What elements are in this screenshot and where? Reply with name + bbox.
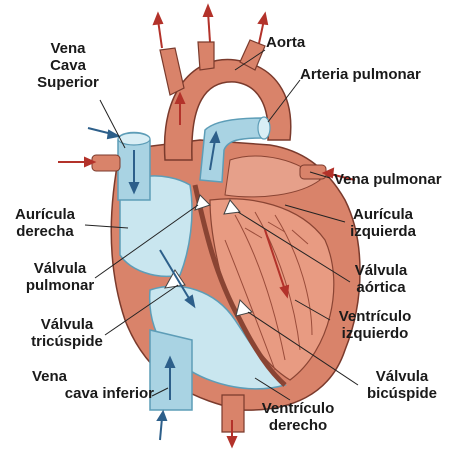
label-arteria-pulmonar: Arteria pulmonar — [300, 66, 421, 83]
label-line: Aurícula — [4, 206, 86, 223]
label-line: Válvula — [345, 262, 417, 279]
label-line: Superior — [30, 74, 106, 91]
label-vena-pulmonar: Vena pulmonar — [334, 171, 442, 188]
label-line: izquierdo — [330, 325, 420, 342]
label-line: Aurícula — [340, 206, 426, 223]
label-line: derecha — [4, 223, 86, 240]
label-line: Ventrículo — [330, 308, 420, 325]
label-line: Válvula — [22, 316, 112, 333]
label-line: cava inferior — [20, 385, 154, 402]
label-line: Cava — [30, 57, 106, 74]
label-ventriculo-derecho: Ventrículo derecho — [254, 400, 342, 434]
pulmonary-vein-stub-left — [92, 155, 120, 171]
label-valvula-pulmonar: Válvula pulmonar — [20, 260, 100, 294]
label-line: izquierda — [340, 223, 426, 240]
label-auricula-derecha: Aurícula derecha — [4, 206, 86, 240]
label-vena-cava-inferior: Vena cava inferior — [20, 368, 154, 402]
label-line: Vena — [20, 368, 154, 385]
label-line: Válvula — [20, 260, 100, 277]
label-auricula-izquierda: Aurícula izquierda — [340, 206, 426, 240]
label-aorta: Aorta — [266, 34, 305, 51]
label-line: pulmonar — [20, 277, 100, 294]
label-valvula-aortica: Válvula aórtica — [345, 262, 417, 296]
label-line: Ventrículo — [254, 400, 342, 417]
label-line: aórtica — [345, 279, 417, 296]
label-valvula-tricuspide: Válvula tricúspide — [22, 316, 112, 350]
label-line: derecho — [254, 417, 342, 434]
label-valvula-bicuspide: Válvula bicúspide — [358, 368, 446, 402]
label-line: Válvula — [358, 368, 446, 385]
pulmonary-vein-stub-right — [300, 165, 326, 179]
label-line: tricúspide — [22, 333, 112, 350]
label-line: Vena — [30, 40, 106, 57]
label-line: bicúspide — [358, 385, 446, 402]
label-ventriculo-izquierdo: Ventrículo izquierdo — [330, 308, 420, 342]
label-vena-cava-superior: Vena Cava Superior — [30, 40, 106, 91]
